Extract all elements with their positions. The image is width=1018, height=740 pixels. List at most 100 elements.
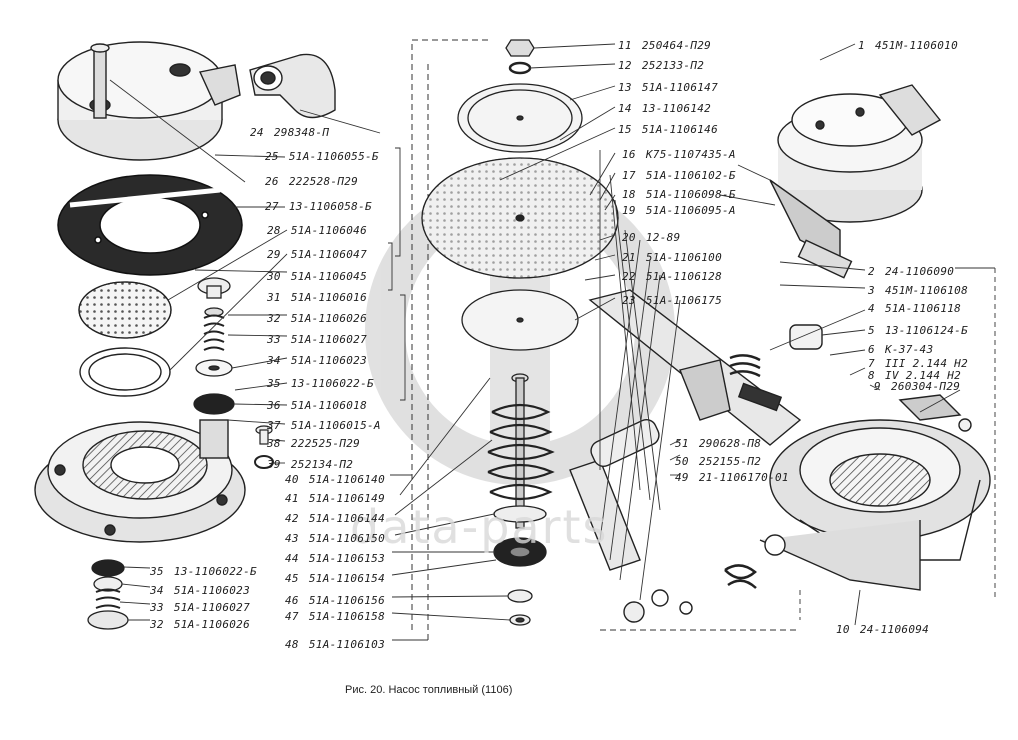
watermark-text: data-parts <box>350 500 609 554</box>
strainer-28 <box>78 281 172 339</box>
callout-number: 11 <box>618 39 632 52</box>
callout-part-code: 451M-1106108 <box>884 284 969 297</box>
callout-number: 4 <box>868 302 875 315</box>
figure-caption: Рис. 20. Насос топливный (1106) <box>345 684 513 696</box>
callout-part-code: IV 2.144 Н2 <box>884 369 962 382</box>
callout-number: 38 <box>267 437 281 450</box>
callout-number: 20 <box>622 231 636 244</box>
callout-number: 18 <box>622 188 636 201</box>
callout-number: 6 <box>868 343 875 356</box>
callout-label: 4 51A-1106118 <box>868 303 961 315</box>
callout-part-code: 12-89 <box>645 231 681 244</box>
callout-part-code: III 2.144 Н2 <box>884 357 969 370</box>
callout-number: 50 <box>675 455 689 468</box>
callout-label: 47 51A-1106158 <box>285 611 385 623</box>
callout-part-code: 51A-1106128 <box>645 270 723 283</box>
callout-part-code: 51A-1106100 <box>645 251 723 264</box>
callout-part-code: 51A-1106023 <box>173 584 251 597</box>
callout-part-code: 13-1106022-Б <box>290 377 374 390</box>
callout-part-code: 51A-1106045 <box>290 270 368 283</box>
callout-part-code: 51A-1106098-Б <box>645 188 736 201</box>
callout-number: 51 <box>675 437 689 450</box>
callout-label: 37 51A-1106015-А <box>267 420 381 432</box>
callout-part-code: 51A-1106015-А <box>290 419 381 432</box>
callout-number: 46 <box>285 594 299 607</box>
callout-number: 45 <box>285 572 299 585</box>
dashed-frame <box>411 39 800 640</box>
callout-part-code: 51A-1106027 <box>290 333 368 346</box>
callout-part-code: 222525-П29 <box>290 437 361 450</box>
callout-number: 42 <box>285 512 299 525</box>
callout-part-code: К75-1107435-А <box>645 148 736 161</box>
callout-part-code: 51A-1106026 <box>173 618 251 631</box>
callout-number: 22 <box>622 270 636 283</box>
callout-number: 26 <box>265 175 279 188</box>
callout-number: 1 <box>858 39 865 52</box>
valve-stack-lower <box>87 559 129 630</box>
callout-number: 47 <box>285 610 299 623</box>
diaphragm-stack <box>421 39 619 626</box>
callout-part-code: 13-1106142 <box>641 102 712 115</box>
callout-number: 31 <box>267 291 281 304</box>
callout-number: 12 <box>618 59 632 72</box>
callout-label: 6 К-37-43 <box>868 344 933 356</box>
callout-number: 16 <box>622 148 636 161</box>
callout-number: 3 <box>868 284 875 297</box>
callout-label: 26 222528-П29 <box>265 176 358 188</box>
callout-number: 32 <box>267 312 281 325</box>
callout-label: 31 51A-1106016 <box>267 292 367 304</box>
callout-part-code: 290628-П8 <box>698 437 762 450</box>
callout-part-code: 51A-1106175 <box>645 294 723 307</box>
callout-number: 32 <box>150 618 164 631</box>
pump-lower-body-10 <box>623 419 991 623</box>
callout-number: 30 <box>267 270 281 283</box>
callout-number: 40 <box>285 473 299 486</box>
callout-label: 23 51A-1106175 <box>622 295 722 307</box>
callout-label: 38 222525-П29 <box>267 438 360 450</box>
callout-number: 10 <box>836 623 850 636</box>
callout-part-code: 51A-1106118 <box>884 302 962 315</box>
callout-label: 7 III 2.144 Н2 <box>868 358 968 370</box>
callout-part-code: 252155-П2 <box>698 455 762 468</box>
callout-number: 23 <box>622 294 636 307</box>
callout-number: 34 <box>267 354 281 367</box>
callout-number: 37 <box>267 419 281 432</box>
callout-label: 10 24-1106094 <box>836 624 929 636</box>
callout-part-code: 51A-1106103 <box>308 638 386 651</box>
callout-number: 9 <box>874 380 881 393</box>
callout-label: 3 451M-1106108 <box>868 285 968 297</box>
callout-part-code: 24-1106094 <box>859 623 930 636</box>
leader-lines <box>109 43 996 641</box>
callout-part-code: К-37-43 <box>884 343 934 356</box>
callout-part-code: 51A-1106016 <box>290 291 368 304</box>
callout-number: 41 <box>285 492 299 505</box>
callout-label: 32 51A-1106026 <box>150 619 250 631</box>
callout-number: 49 <box>675 471 689 484</box>
callout-part-code: 222528-П29 <box>288 175 359 188</box>
gasket-29-ring <box>79 347 171 397</box>
pump-upper-body-37 <box>34 419 246 543</box>
callout-part-code: 51A-1106095-А <box>645 204 736 217</box>
callout-part-code: 51A-1106158 <box>308 610 386 623</box>
lever-assembly <box>569 289 972 571</box>
callout-part-code: 51A-1106144 <box>308 512 386 525</box>
callout-number: 7 <box>868 357 875 370</box>
callout-number: 33 <box>150 601 164 614</box>
